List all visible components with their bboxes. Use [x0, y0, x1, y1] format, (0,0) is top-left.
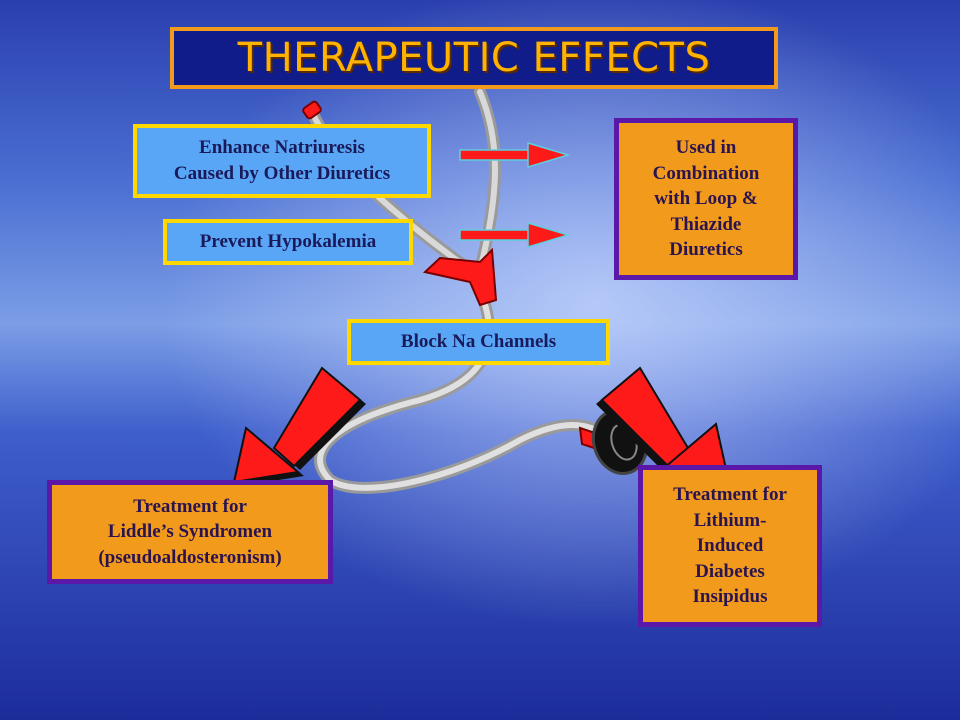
lithium-diabetes-box: Treatment for Lithium- Induced Diabetes …	[638, 465, 822, 627]
slide-title: THERAPEUTIC EFFECTS	[170, 27, 778, 89]
block-na-channels-box: Block Na Channels	[347, 319, 610, 365]
arrow-right-icon	[459, 141, 571, 169]
enhance-natriuresis-box: Enhance Natriuresis Caused by Other Diur…	[133, 124, 431, 198]
prevent-hypokalemia-box: Prevent Hypokalemia	[163, 219, 413, 265]
combination-box: Used in Combination with Loop & Thiazide…	[614, 118, 798, 280]
arrow-down-right-icon	[596, 366, 730, 486]
liddle-syndrome-box: Treatment for Liddle’s Syndromen (pseudo…	[47, 480, 333, 584]
arrow-down-left-icon	[232, 366, 366, 486]
arrow-right-icon	[459, 221, 571, 249]
